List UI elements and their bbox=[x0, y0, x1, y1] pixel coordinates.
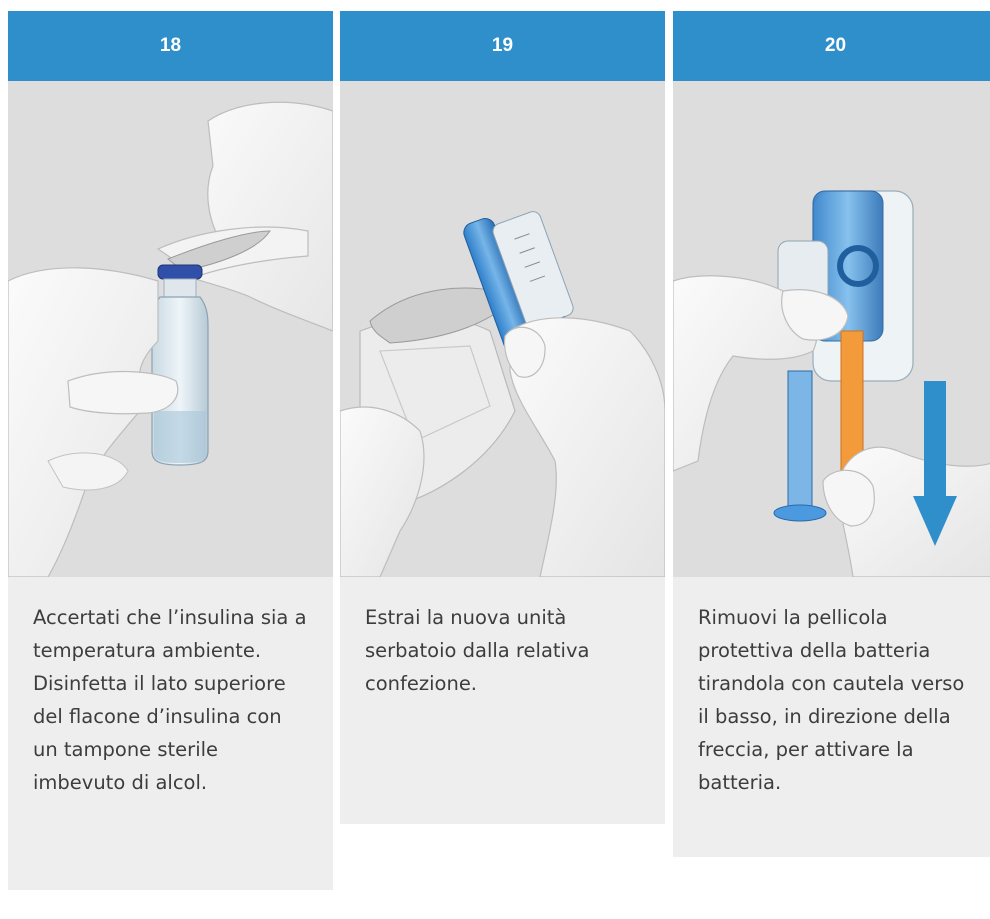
reservoir-unpacking-illustration bbox=[340, 211, 665, 577]
step-description-18: Accertati che l’insulina sia a temperatu… bbox=[8, 577, 333, 890]
step-card-20: 20 bbox=[673, 11, 990, 857]
step-description-20: Rimuovi la pellicola protettiva della ba… bbox=[673, 577, 990, 857]
step-header-19: 19 bbox=[340, 11, 665, 81]
battery-film-removal-illustration bbox=[673, 190, 990, 577]
vial-disinfection-illustration bbox=[8, 101, 333, 577]
step-description-19: Estrai la nuova unità serbatoio dalla re… bbox=[340, 577, 665, 824]
step-card-19: 19 bbox=[340, 11, 665, 824]
step-number-19: 19 bbox=[491, 35, 514, 56]
step-header-18: 18 bbox=[8, 11, 333, 81]
vial-cap bbox=[157, 264, 203, 280]
step-number-18: 18 bbox=[159, 35, 182, 56]
step-illustration-20 bbox=[673, 81, 990, 577]
step-header-20: 20 bbox=[673, 11, 990, 81]
step-number-20: 20 bbox=[824, 35, 847, 56]
step-illustration-19 bbox=[340, 81, 665, 577]
arrow-down-icon bbox=[913, 381, 957, 546]
step-illustration-18 bbox=[8, 81, 333, 577]
step-card-18: 18 bbox=[8, 11, 333, 890]
